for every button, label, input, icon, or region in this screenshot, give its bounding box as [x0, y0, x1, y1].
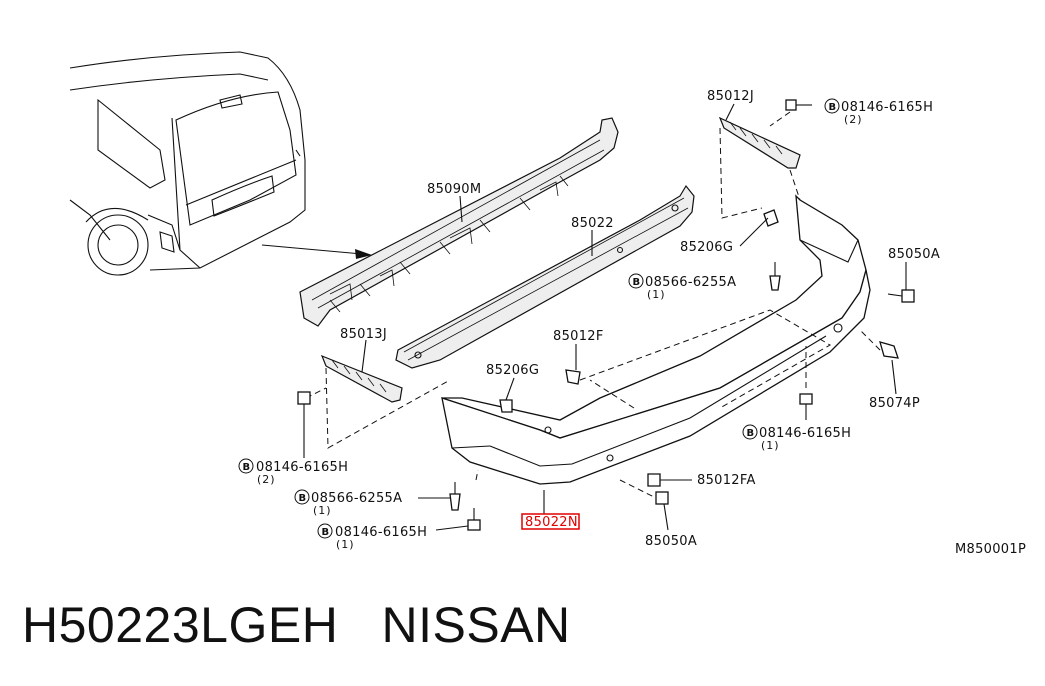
label-85022N: 85022N — [525, 515, 578, 530]
bolt-icon-right — [799, 393, 813, 420]
circle-b-icon: B — [243, 462, 251, 473]
caption-brand: NISSAN — [381, 597, 571, 653]
qty-clip-top: (1) — [647, 288, 666, 301]
callout-bolt-right: B 08146-6165H (1) — [742, 424, 851, 452]
highlight-box-85022N — [521, 513, 580, 530]
circle-b-icon: B — [747, 428, 755, 439]
label-85050A-right: 85050A — [888, 247, 940, 262]
circle-b-icon: B — [299, 493, 307, 504]
qty-bolt-left: (2) — [257, 473, 276, 486]
clip-icon-85206G-top — [763, 209, 779, 227]
label-85206G-mid: 85206G — [486, 363, 539, 378]
caption: H50223LGEH NISSAN — [22, 596, 571, 654]
part-85090M-reinforcement — [299, 117, 619, 327]
label-85050A-bottom: 85050A — [645, 534, 697, 549]
label-85206G-top: 85206G — [680, 240, 733, 255]
label-bolt-bottom: 08146-6165H — [335, 525, 427, 540]
qty-bolt-top: (2) — [844, 113, 863, 126]
circle-b-icon: B — [829, 102, 837, 113]
label-bolt-top: 08146-6165H — [841, 100, 933, 115]
label-clip-bottom: 08566-6255A — [311, 491, 402, 506]
label-85012J: 85012J — [707, 89, 754, 104]
label-85012F: 85012F — [553, 329, 604, 344]
label-leaders — [303, 103, 907, 531]
cap-icon-85074P — [879, 341, 899, 359]
bolt-icon-left — [297, 391, 311, 420]
label-bolt-right: 08146-6165H — [759, 426, 851, 441]
qty-clip-bottom: (1) — [313, 504, 332, 517]
label-85012FA: 85012FA — [697, 473, 756, 488]
circle-b-icon: B — [633, 277, 641, 288]
clip-icon-85012F — [565, 369, 581, 385]
clip-icon-85012FA — [647, 473, 661, 487]
label-bolt-left: 08146-6165H — [256, 460, 348, 475]
qty-bolt-bottom: (1) — [336, 538, 355, 551]
vehicle-illustration — [69, 51, 372, 276]
label-85074P: 85074P — [869, 396, 920, 411]
callout-clip-bottom: B 08566-6255A (1) — [294, 489, 402, 517]
part-85012J-bracket — [718, 116, 801, 169]
clip-icon-85206G-mid — [499, 399, 513, 413]
circle-b-icon: B — [322, 527, 330, 538]
callout-bolt-top: B 08146-6165H (2) — [824, 98, 933, 126]
callout-bolt-bottom: B 08146-6165H (1) — [317, 523, 427, 551]
clip-icon-08566-bottom — [449, 482, 461, 511]
bolt-icon-bottom — [467, 508, 481, 531]
caption-part-number: H50223LGEH — [22, 597, 339, 653]
bolt-icon-85050A-bottom — [655, 491, 669, 505]
part-labels: 85012J 85090M 85022 85206G 85050A 85013J… — [238, 89, 1026, 557]
label-85022: 85022 — [571, 216, 614, 231]
bolt-icon-85050A-right — [887, 289, 915, 303]
part-85022-armature — [395, 184, 695, 369]
qty-bolt-right: (1) — [761, 439, 780, 452]
clip-icon-08566-top — [769, 262, 781, 291]
label-85090M: 85090M — [427, 182, 481, 197]
fasteners — [297, 99, 915, 531]
diagram-reference-code: M850001P — [955, 542, 1026, 557]
label-clip-top: 08566-6255A — [645, 275, 736, 290]
bolt-icon-top — [785, 99, 812, 111]
callout-clip-top: B 08566-6255A (1) — [628, 273, 736, 301]
label-85013J: 85013J — [340, 327, 387, 342]
part-85013J-bracket — [320, 354, 403, 403]
callout-bolt-left: B 08146-6165H (2) — [238, 458, 348, 486]
